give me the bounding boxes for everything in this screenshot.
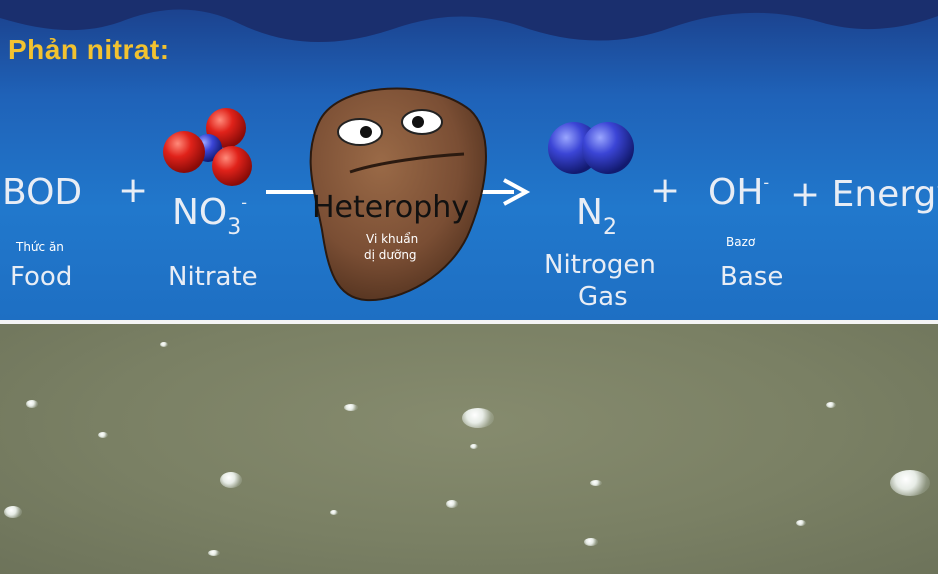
nitrate-label: Nitrate bbox=[168, 262, 258, 292]
bubble bbox=[26, 400, 38, 408]
hydroxide-formula-charge: - bbox=[763, 173, 770, 192]
hydroxide-formula: OH- bbox=[708, 172, 769, 213]
bacteria-vi-label-line2: dị dưỡng bbox=[364, 248, 417, 262]
nitrate-formula-sub: 3 bbox=[227, 215, 242, 240]
bubble bbox=[330, 510, 338, 515]
nitrate-molecule-icon bbox=[163, 108, 252, 186]
bacteria-vi-label-line1: Vi khuẩn bbox=[366, 232, 419, 246]
bubble bbox=[890, 470, 930, 496]
nitrogen-formula-main: N bbox=[576, 192, 603, 233]
bubble bbox=[208, 550, 220, 556]
plus-sign: + bbox=[118, 170, 149, 211]
bacteria-name: Heterophy bbox=[312, 190, 470, 225]
nitrogen-formula-sub: 2 bbox=[602, 215, 617, 240]
food-vi-label: Thức ăn bbox=[16, 240, 64, 254]
panel-divider bbox=[0, 320, 938, 324]
nitrogen-molecule-icon bbox=[548, 122, 634, 174]
bubble bbox=[344, 404, 358, 411]
water-surface-photo bbox=[0, 324, 938, 574]
bubble bbox=[584, 538, 598, 546]
bod-term: BOD bbox=[2, 172, 83, 213]
bubble bbox=[446, 500, 458, 508]
bubble bbox=[160, 342, 168, 347]
diagram-panel: Phản nitrat: BOD Thức ăn Food + NO3 - Nit… bbox=[0, 0, 938, 320]
nitrogen-formula: N2 bbox=[576, 192, 617, 240]
food-label: Food bbox=[10, 262, 73, 292]
bubble bbox=[470, 444, 478, 449]
base-vi-label: Bazơ bbox=[726, 235, 756, 249]
bubble bbox=[4, 506, 22, 518]
nitrate-formula-charge: - bbox=[241, 193, 248, 212]
nitrate-formula: NO3 - bbox=[172, 192, 248, 240]
base-label: Base bbox=[720, 262, 784, 292]
bubble bbox=[796, 520, 806, 526]
heterotrophic-bacteria-icon bbox=[309, 87, 487, 302]
wave-decoration bbox=[0, 0, 938, 43]
bubble bbox=[826, 402, 836, 408]
bubble bbox=[590, 480, 602, 486]
nitrogen-label-line1: Nitrogen bbox=[544, 250, 656, 280]
nitrogen-label-line2: Gas bbox=[578, 282, 628, 312]
hydroxide-formula-main: OH bbox=[708, 172, 764, 213]
plus-sign-2: + bbox=[650, 170, 681, 211]
page-title: Phản nitrat: bbox=[8, 34, 170, 65]
bubble bbox=[98, 432, 108, 438]
energy-term: + Energy bbox=[790, 174, 938, 215]
bubble bbox=[462, 408, 494, 428]
bubble bbox=[220, 472, 242, 488]
nitrate-formula-main: NO bbox=[172, 192, 228, 233]
